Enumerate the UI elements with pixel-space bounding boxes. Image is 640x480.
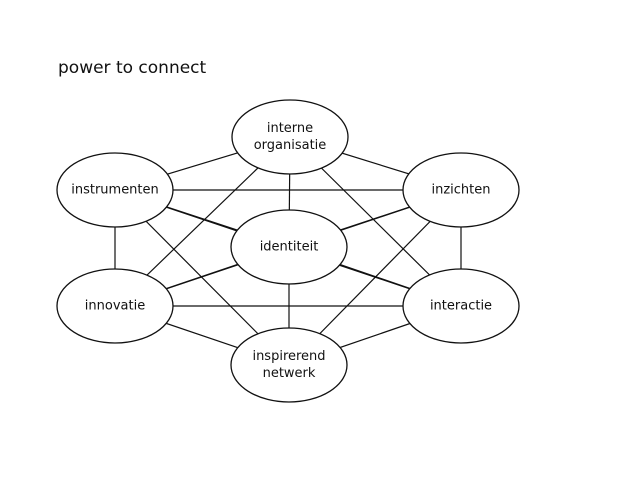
node-label-instrumenten-0: instrumenten: [71, 183, 159, 198]
node-label-inspirerend-0: inspirerend: [252, 349, 325, 364]
node-interne: interne organisatie: [231, 99, 349, 175]
node-label-innovatie-0: innovatie: [85, 299, 145, 314]
node-label-interne-0: interne: [267, 121, 313, 136]
node-label-identiteit-0: identiteit: [260, 240, 319, 255]
node-ellipse-identiteit: [230, 209, 348, 285]
node-ellipse-inzichten: [402, 152, 520, 228]
node-inspirerend: inspirerend netwerk: [230, 327, 348, 403]
node-instrumenten: instrumenten: [56, 152, 174, 228]
node-label-interactie-0: interactie: [430, 299, 492, 314]
node-ellipse-instrumenten: [56, 152, 174, 228]
node-interactie: interactie: [402, 268, 520, 344]
node-label-inzichten-0: inzichten: [431, 183, 490, 198]
node-ellipse-innovatie: [56, 268, 174, 344]
node-ellipse-interne: [231, 99, 349, 175]
node-inzichten: inzichten: [402, 152, 520, 228]
node-ellipse-interactie: [402, 268, 520, 344]
nodes-layer: interne organisatie instrumenten inzichten i…: [56, 99, 520, 403]
node-ellipse-inspirerend: [230, 327, 348, 403]
diagram-title: power to connect: [58, 58, 207, 78]
node-label-inspirerend-1: netwerk: [263, 366, 316, 381]
node-innovatie: innovatie: [56, 268, 174, 344]
node-label-interne-1: organisatie: [254, 138, 327, 153]
node-identiteit: identiteit: [230, 209, 348, 285]
